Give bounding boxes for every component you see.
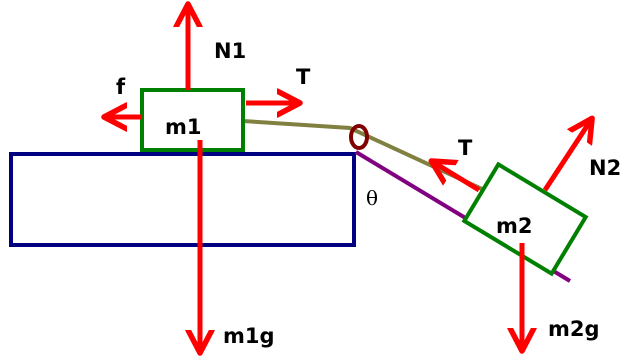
tension-2-arrow xyxy=(433,162,481,193)
label-angle: θ xyxy=(366,186,378,210)
table xyxy=(9,152,356,247)
label-weight-2: m2g xyxy=(548,317,600,341)
block-m1 xyxy=(140,88,245,152)
block-m2 xyxy=(461,161,589,277)
pulley xyxy=(349,124,369,150)
label-tension-1: T xyxy=(296,65,311,89)
label-tension-2: T xyxy=(458,136,473,160)
label-m1: m1 xyxy=(165,115,202,139)
label-normal-1: N1 xyxy=(214,39,246,63)
normal-force-2-arrow xyxy=(542,120,591,192)
label-m2: m2 xyxy=(496,214,533,238)
label-weight-1: m1g xyxy=(223,324,275,348)
label-friction: f xyxy=(116,75,126,99)
label-normal-2: N2 xyxy=(589,156,621,180)
